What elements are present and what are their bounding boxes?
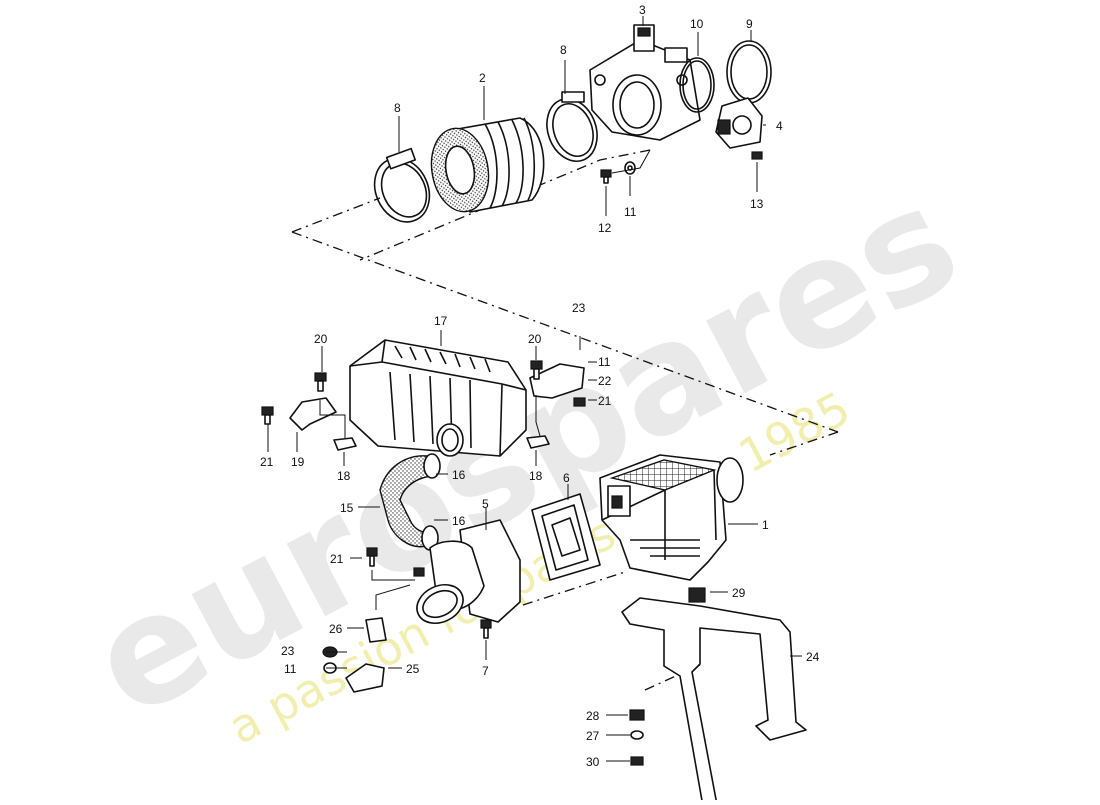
callout-22: 22 — [598, 374, 612, 388]
flex-hose — [379, 453, 441, 551]
callout-12: 12 — [598, 221, 612, 235]
callout-7: 7 — [482, 664, 489, 678]
callout-19: 19 — [291, 455, 305, 469]
callout-28: 28 — [586, 709, 600, 723]
callout-11-bottom: 11 — [284, 662, 297, 676]
callout-11-top: 11 — [624, 205, 637, 219]
watermark: eurospares a passion for parts since 198… — [65, 153, 984, 755]
callout-16-top: 16 — [452, 468, 466, 482]
callout-10: 10 — [690, 17, 704, 31]
callout-5: 5 — [482, 497, 489, 511]
leader-lines — [267, 16, 802, 762]
callout-26: 26 — [329, 622, 343, 636]
callout-20-right: 20 — [528, 332, 542, 346]
callout-11-mid: 11 — [598, 355, 611, 369]
assembly-guide-lines — [291, 149, 839, 691]
callout-13: 13 — [750, 197, 764, 211]
callout-23-bottom: 23 — [281, 644, 295, 658]
flow-meter-bracket — [621, 587, 807, 805]
housing-fasteners — [261, 360, 586, 451]
air-cleaner-housing — [349, 339, 527, 457]
callout-21-right: 21 — [598, 394, 612, 408]
callout-3: 3 — [639, 3, 646, 17]
callout-25: 25 — [406, 662, 420, 676]
lower-left-fasteners — [322, 547, 492, 693]
throttle-switch — [715, 97, 763, 149]
callout-4: 4 — [776, 119, 783, 133]
hose-clamp-left — [373, 147, 431, 223]
callout-20-left: 20 — [314, 332, 328, 346]
callout-8-left: 8 — [394, 101, 401, 115]
callout-29: 29 — [732, 586, 746, 600]
intake-boot — [430, 117, 545, 213]
watermark-brand: eurospares — [65, 153, 984, 752]
callout-18-left: 18 — [337, 469, 351, 483]
callout-18-right: 18 — [529, 469, 543, 483]
callout-21-left: 21 — [260, 455, 274, 469]
intake-adapter — [413, 519, 521, 625]
callout-9: 9 — [746, 17, 753, 31]
callout-16-bottom: 16 — [452, 514, 466, 528]
callout-1: 1 — [762, 518, 769, 532]
callout-30: 30 — [586, 755, 600, 769]
callout-21-lower: 21 — [330, 552, 344, 566]
housing-brackets — [289, 363, 585, 431]
callout-17: 17 — [434, 314, 448, 328]
callout-23-top: 23 — [572, 301, 586, 315]
callout-27: 27 — [586, 729, 600, 743]
callout-24: 24 — [806, 650, 820, 664]
throttle-body — [589, 24, 701, 141]
callout-numbers: 3 10 9 8 2 8 4 13 11 12 23 17 20 20 11 2… — [260, 3, 820, 769]
callout-15: 15 — [340, 501, 354, 515]
air-flow-meter — [599, 454, 744, 581]
callout-8-right: 8 — [560, 43, 567, 57]
callout-2: 2 — [479, 71, 486, 85]
flow-meter-gasket — [531, 493, 601, 581]
small-fasteners-top — [600, 149, 763, 184]
callout-6: 6 — [563, 471, 570, 485]
hose-clamp-right — [546, 91, 598, 162]
